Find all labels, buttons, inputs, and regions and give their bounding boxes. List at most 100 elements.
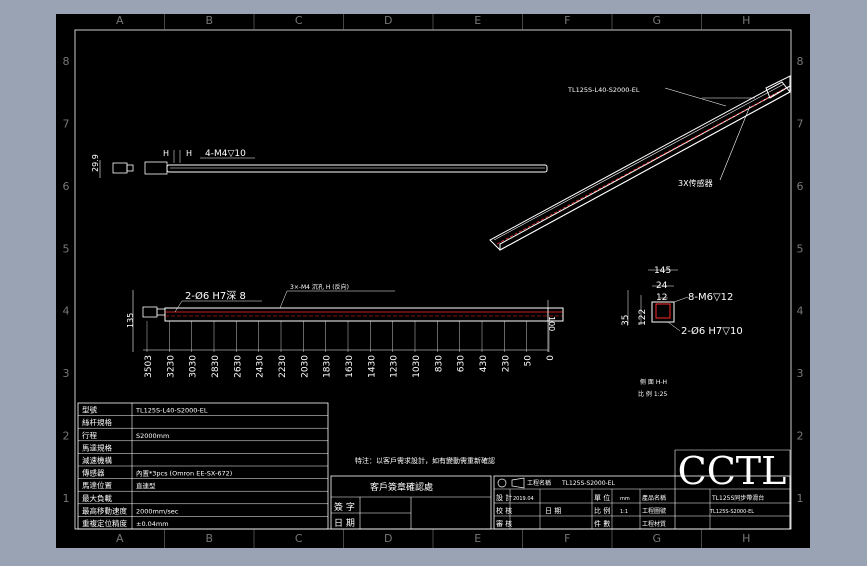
- position-dim-label: 2630: [233, 355, 243, 378]
- side-dim-145: 145: [654, 266, 671, 276]
- grid-col-label: G: [652, 14, 661, 27]
- position-dim-label: 2230: [278, 355, 288, 378]
- product-label: 產品名稱: [642, 494, 666, 502]
- spec-row-label: 型號: [82, 405, 97, 415]
- drawing-no-label: 工程圖號: [642, 507, 666, 515]
- grid-col-label: B: [205, 532, 213, 545]
- iso-view: TL125S-L40-S2000-EL 3X传感器: [489, 75, 791, 251]
- side-dim-12: 12: [656, 293, 667, 303]
- grid-row-label: 5: [63, 242, 70, 255]
- grid-col-label: D: [384, 14, 392, 27]
- material-label: 工程材質: [642, 520, 666, 528]
- grid-row-label: 7: [63, 118, 70, 131]
- position-dim-label: 1630: [345, 355, 355, 378]
- position-dim-label: 3030: [189, 355, 199, 378]
- grid-row-label: 3: [63, 367, 70, 380]
- top-dim-h2: H: [186, 149, 192, 158]
- side-dim-24: 24: [656, 281, 668, 291]
- unit-value: mm: [620, 496, 630, 502]
- drawing-no-value: TL125S-S2000-EL: [709, 509, 754, 515]
- grid-col-label: F: [564, 14, 570, 27]
- position-dim-label: 0: [546, 355, 556, 361]
- position-dim-label: 230: [501, 355, 511, 372]
- position-dims: 3503 3230 3030 2830 2630 2430 2230 2030 1830 1630…: [144, 355, 556, 378]
- front-right-dim: 100: [547, 316, 556, 331]
- position-dim-label: 1030: [412, 355, 422, 378]
- grid-row-label: 1: [63, 492, 70, 505]
- grid-col-label: E: [474, 532, 481, 545]
- grid-row-label: 3: [797, 367, 804, 380]
- product-value: TL125S同步帶滑台: [711, 494, 764, 502]
- company-logo: CCTL: [678, 449, 787, 493]
- design-label: 設 計: [496, 493, 512, 502]
- spec-row-value: 2000mm/sec: [136, 507, 179, 515]
- top-height-dim: 29.9: [91, 154, 100, 172]
- grid-row-label: 8: [797, 55, 804, 68]
- grid-col-label: A: [116, 14, 124, 27]
- spec-row-value: ±0.04mm: [136, 520, 169, 528]
- position-dim-label: 50: [524, 355, 534, 367]
- grid-col-label: H: [742, 532, 750, 545]
- grid-row-label: 6: [63, 180, 70, 193]
- front-holes-label: 3×-M4 沉孔 H (反向): [290, 283, 349, 291]
- spec-row-label: 傳感器: [82, 468, 105, 478]
- designer-value: 2019.04: [513, 496, 534, 502]
- grid-col-label: E: [474, 14, 481, 27]
- grid-col-label: B: [205, 14, 213, 27]
- position-dim-label: 1430: [367, 355, 377, 378]
- side-view-title: 侧 面 H-H: [640, 378, 667, 386]
- side-pin-label: 2-Ø6 H7▽10: [681, 325, 743, 337]
- grid-col-label: A: [116, 532, 124, 545]
- grid-row-label: 4: [797, 305, 804, 318]
- date-label: 日 期: [334, 518, 355, 529]
- project-value: TL125S-S2000-EL: [561, 480, 615, 487]
- side-view: 145 24 12 8-M6▽12 2-Ø6 H7▽10 35 122 侧 面 …: [621, 266, 743, 398]
- position-dim-label: 830: [434, 355, 444, 372]
- spec-row-value: 內置*3pcs (Omron EE-SX-672): [136, 469, 232, 478]
- customer-confirm-title: 客戶簽章確認處: [370, 481, 433, 493]
- project-label: 工程名稱: [527, 479, 551, 487]
- spec-row-value: S2000mm: [136, 432, 169, 440]
- approve-label: 審 核: [496, 519, 512, 528]
- top-dim-h1: H: [163, 149, 169, 158]
- grid-col-label: G: [652, 532, 661, 545]
- spec-row-value: 直連型: [136, 481, 156, 490]
- position-dim-label: 1230: [390, 355, 400, 378]
- side-height-122: 122: [638, 309, 648, 326]
- spec-row-label: 馬達規格: [82, 442, 112, 452]
- side-tap-label: 8-M6▽12: [688, 292, 733, 303]
- spec-row-value: TL125S-L40-S2000-EL: [135, 407, 208, 415]
- grid-row-label: 6: [797, 180, 804, 193]
- position-dim-label: 2430: [256, 355, 266, 378]
- grid-col-label: F: [564, 532, 570, 545]
- grid-row-label: 2: [797, 429, 804, 442]
- grid-row-label: 8: [63, 55, 70, 68]
- iso-sensor-label: 3X传感器: [678, 178, 713, 188]
- spec-row-label: 重複定位精度: [82, 518, 127, 528]
- grid-row-label: 2: [63, 429, 70, 442]
- grid-col-label: H: [742, 14, 750, 27]
- scale-value: 1:1: [620, 509, 628, 515]
- position-dim-label: 2830: [211, 355, 221, 378]
- position-dim-label: 3503: [144, 355, 154, 378]
- position-dim-label: 2030: [300, 355, 310, 378]
- spec-row-label: 最高移動速度: [82, 505, 127, 515]
- iso-model-label: TL125S-L40-S2000-EL: [567, 86, 640, 94]
- position-dim-label: 630: [457, 355, 467, 372]
- projection-symbol-icon: [497, 478, 507, 488]
- position-dim-label: 1830: [323, 355, 333, 378]
- spec-row-label: 減速機構: [82, 455, 112, 465]
- grid-col-label: C: [295, 532, 303, 545]
- unit-label: 單 位: [594, 493, 610, 502]
- top-view: 29.9 H H 4-M4▽10: [91, 149, 548, 178]
- front-pin-label: 2-Ø6 H7深 8: [185, 290, 246, 302]
- spec-row-label: 馬達位置: [82, 480, 112, 490]
- sign-label: 簽 字: [334, 501, 355, 513]
- spec-row-label: 行程: [82, 430, 97, 440]
- position-dim-label: 3230: [166, 355, 176, 378]
